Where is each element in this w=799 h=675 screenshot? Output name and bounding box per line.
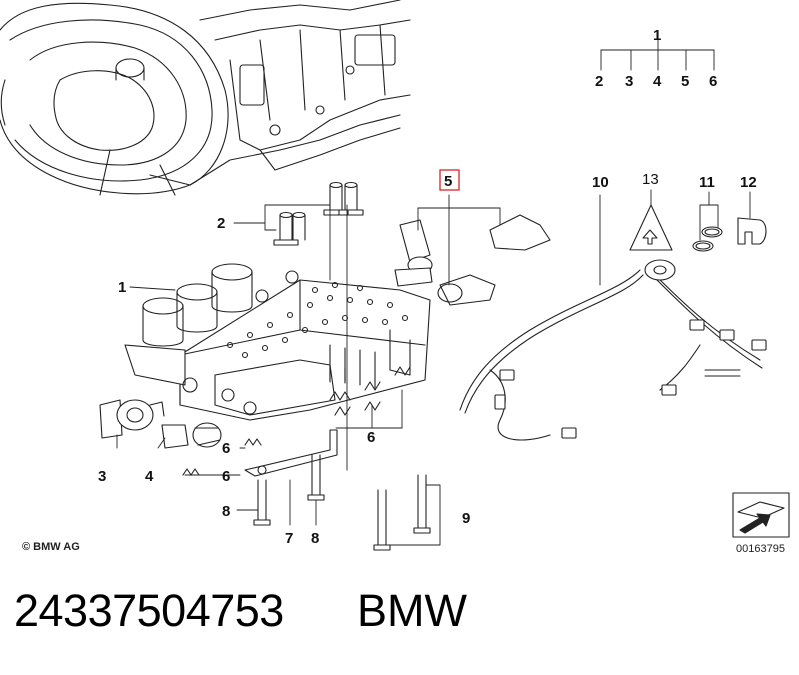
transmission-housing (0, 0, 411, 196)
label-8b: 8 (311, 530, 319, 547)
bracket-and-bolts (244, 429, 431, 551)
label-9: 9 (462, 510, 470, 527)
label-1: 1 (118, 279, 126, 296)
label-group: 1 2 3 4 5 6 1 2 3 4 5 6 6 6 7 8 8 9 10 1… (98, 27, 757, 547)
wiring-harness (459, 259, 767, 441)
label-13: 13 (642, 171, 659, 188)
label-2: 2 (217, 215, 225, 232)
small-parts (629, 204, 767, 252)
copyright-notice: © BMW AG (22, 541, 80, 553)
label-10: 10 (592, 174, 609, 191)
label-12: 12 (740, 174, 757, 191)
label-11: 11 (699, 174, 715, 191)
label-sub-6: 6 (709, 73, 717, 90)
part-number: 24337504753 (14, 585, 284, 636)
valve-body (124, 263, 431, 421)
label-8a: 8 (222, 503, 230, 520)
leader-lines (116, 34, 751, 546)
solenoid-parts (99, 399, 222, 449)
label-7: 7 (285, 530, 293, 547)
brand-name: BMW (357, 585, 467, 636)
speed-sensors (394, 214, 551, 306)
label-6a: 6 (222, 440, 230, 457)
document-id: 00163795 (736, 543, 785, 555)
orientation-symbol (732, 492, 790, 538)
label-sub-3: 3 (625, 73, 633, 90)
label-5: 5 (444, 173, 452, 190)
label-6b: 6 (222, 468, 230, 485)
label-4: 4 (145, 468, 154, 485)
label-sub-4: 4 (653, 73, 662, 90)
sleeves (273, 181, 364, 246)
label-6c: 6 (367, 429, 375, 446)
label-sub-5: 5 (681, 73, 689, 90)
highlight-box (439, 169, 460, 191)
label-3: 3 (98, 468, 106, 485)
label-sub-2: 2 (595, 73, 603, 90)
label-assembly: 1 (653, 27, 661, 44)
